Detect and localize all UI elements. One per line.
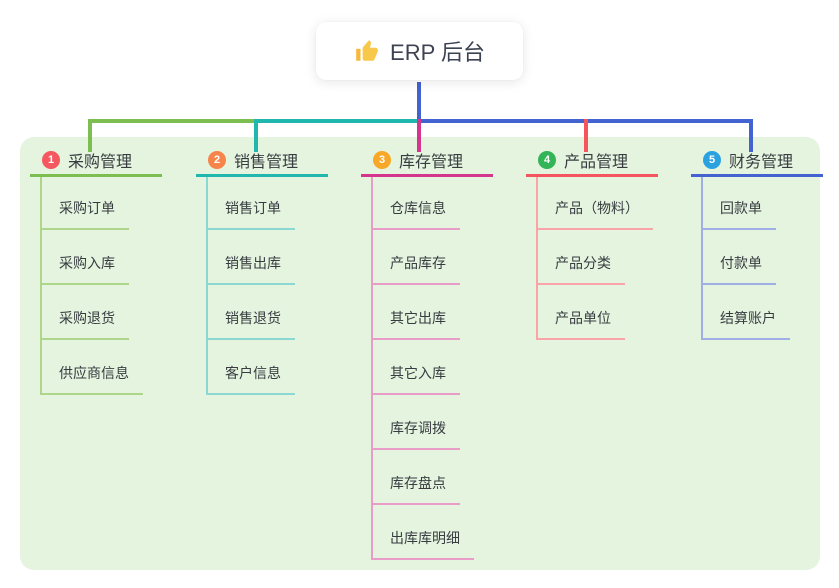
root-node[interactable]: ERP 后台 <box>316 22 523 80</box>
mindmap-node[interactable]: 产品（物料） <box>538 177 676 230</box>
branch-title-label: 财务管理 <box>729 154 794 171</box>
branch-product: 4 产品管理 产品（物料） 产品分类 产品单位 <box>526 146 676 340</box>
branches-panel <box>20 137 820 570</box>
branch-title-label: 销售管理 <box>234 154 299 171</box>
branch-title-purchase[interactable]: 1 采购管理 <box>30 146 162 177</box>
branch2-drop-line <box>254 119 258 152</box>
branch4-drop-line <box>584 119 588 152</box>
branch-sales: 2 销售管理 销售订单 销售出库 销售退货 客户信息 <box>196 146 346 395</box>
branch-title-inventory[interactable]: 3 库存管理 <box>361 146 493 177</box>
branch-children: 销售订单 销售出库 销售退货 客户信息 <box>206 177 346 395</box>
mindmap-node[interactable]: 其它出库 <box>373 285 511 340</box>
mindmap-node[interactable]: 销售退货 <box>208 285 346 340</box>
mindmap-node[interactable]: 回款单 <box>703 177 839 230</box>
branch-children: 产品（物料） 产品分类 产品单位 <box>536 177 676 340</box>
mindmap-node[interactable]: 付款单 <box>703 230 839 285</box>
branch-number-badge: 4 <box>538 151 556 169</box>
branch-title-product[interactable]: 4 产品管理 <box>526 146 658 177</box>
mindmap-node[interactable]: 采购入库 <box>42 230 180 285</box>
mindmap-node[interactable]: 采购订单 <box>42 177 180 230</box>
branch-children: 仓库信息 产品库存 其它出库 其它入库 库存调拨 库存盘点 出库库明细 <box>371 177 511 560</box>
mindmap-node[interactable]: 产品单位 <box>538 285 676 340</box>
mindmap-node[interactable]: 销售订单 <box>208 177 346 230</box>
branch-title-label: 产品管理 <box>564 154 629 171</box>
connector-bus-green <box>88 119 256 123</box>
mindmap-node[interactable]: 供应商信息 <box>42 340 180 395</box>
mindmap-node[interactable]: 产品库存 <box>373 230 511 285</box>
mindmap-node[interactable]: 采购退货 <box>42 285 180 340</box>
mindmap-node[interactable]: 出库库明细 <box>373 505 511 560</box>
mindmap-node[interactable]: 库存盘点 <box>373 450 511 505</box>
mindmap-node[interactable]: 销售出库 <box>208 230 346 285</box>
branch-number-badge: 1 <box>42 151 60 169</box>
branch-finance: 5 财务管理 回款单 付款单 结算账户 <box>691 146 839 340</box>
connector-bus-teal <box>256 119 419 123</box>
branch-children: 采购订单 采购入库 采购退货 供应商信息 <box>40 177 180 395</box>
branch-title-finance[interactable]: 5 财务管理 <box>691 146 823 177</box>
branch3-drop-line <box>417 119 421 152</box>
branch-purchase: 1 采购管理 采购订单 采购入库 采购退货 供应商信息 <box>30 146 180 395</box>
mindmap-node[interactable]: 产品分类 <box>538 230 676 285</box>
root-connector-line <box>417 82 421 123</box>
branch5-drop-line <box>749 119 753 152</box>
branch-number-badge: 3 <box>373 151 391 169</box>
mindmap-node[interactable]: 其它入库 <box>373 340 511 395</box>
mindmap-node[interactable]: 客户信息 <box>208 340 346 395</box>
branch-number-badge: 5 <box>703 151 721 169</box>
branch-children: 回款单 付款单 结算账户 <box>701 177 839 340</box>
branch-title-label: 采购管理 <box>68 154 133 171</box>
branch-title-label: 库存管理 <box>399 154 464 171</box>
thumbs-up-icon <box>354 38 380 64</box>
branch-number-badge: 2 <box>208 151 226 169</box>
mindmap-node[interactable]: 结算账户 <box>703 285 839 340</box>
mindmap-node[interactable]: 仓库信息 <box>373 177 511 230</box>
branch-inventory: 3 库存管理 仓库信息 产品库存 其它出库 其它入库 库存调拨 库存盘点 出库库… <box>361 146 511 560</box>
mindmap-node[interactable]: 库存调拨 <box>373 395 511 450</box>
root-node-label: ERP 后台 <box>390 40 485 65</box>
branch1-drop-line <box>88 119 92 152</box>
branch-title-sales[interactable]: 2 销售管理 <box>196 146 328 177</box>
